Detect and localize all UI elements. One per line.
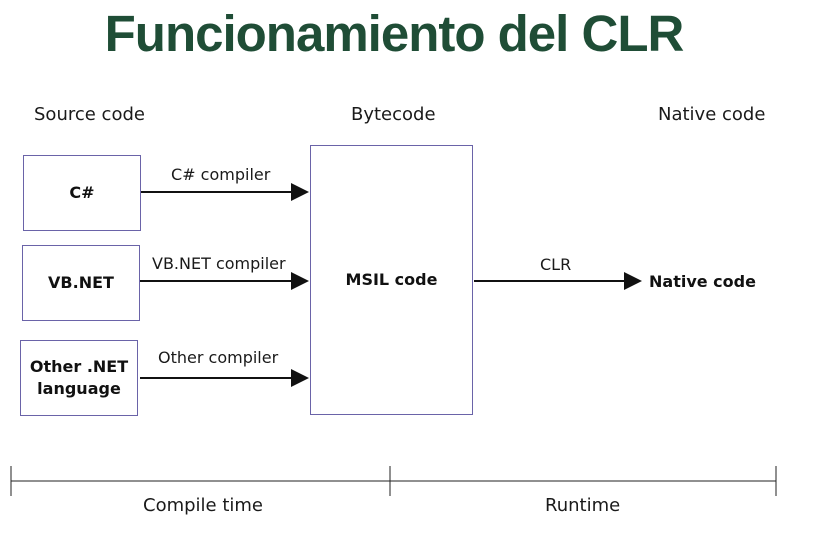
source-box-other-language: Other .NET language — [20, 340, 138, 416]
source-box-csharp: C# — [23, 155, 141, 231]
other-compiler-label: Other compiler — [158, 348, 279, 367]
column-header-source-code: Source code — [34, 104, 145, 125]
source-box-vbnet: VB.NET — [22, 245, 140, 321]
csharp-compiler-arrowhead — [291, 183, 309, 201]
clr-label: CLR — [540, 255, 572, 274]
vbnet-compiler-arrowhead — [291, 272, 309, 290]
column-header-native-code: Native code — [658, 104, 766, 125]
source-box-label: VB.NET — [48, 273, 114, 292]
source-box-label: Other .NET language — [29, 357, 129, 398]
other-compiler-arrowhead — [291, 369, 309, 387]
column-header-bytecode: Bytecode — [351, 104, 436, 125]
vbnet-compiler-label: VB.NET compiler — [152, 254, 286, 273]
compile-time-label: Compile time — [143, 495, 264, 516]
source-box-label: C# — [69, 183, 95, 202]
msil-code-label: MSIL code — [345, 270, 438, 289]
csharp-compiler-label: C# compiler — [171, 165, 271, 184]
runtime-label: Runtime — [545, 495, 621, 516]
native-code-label: Native code — [649, 272, 756, 291]
msil-code-box: MSIL code — [310, 145, 473, 415]
page-title: Funcionamiento del CLR — [104, 5, 685, 62]
clr-arrowhead — [624, 272, 642, 290]
